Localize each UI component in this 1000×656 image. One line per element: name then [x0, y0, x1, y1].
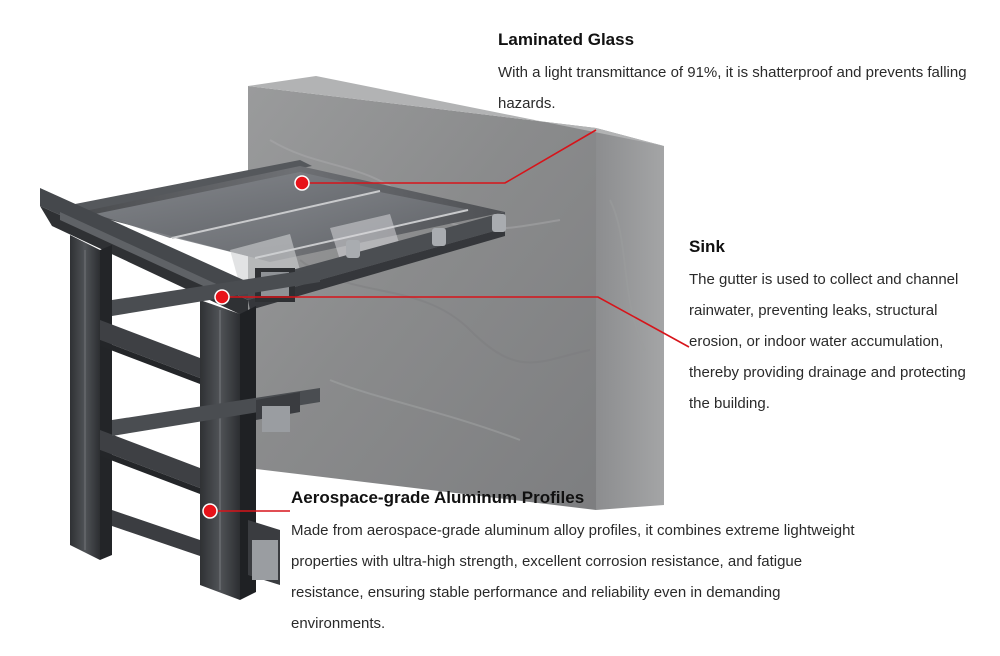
glass-marker-dot	[294, 175, 310, 191]
sink-callout-body: The gutter is used to collect and channe…	[689, 271, 966, 412]
sink-callout: Sink The gutter is used to collect and c…	[689, 236, 989, 419]
aluminum-callout-title: Aerospace-grade Aluminum Profiles	[291, 488, 585, 507]
glass-callout: Laminated Glass With a light transmittan…	[498, 29, 988, 119]
leader-lines	[210, 129, 690, 512]
aluminum-callout-body: Made from aerospace-grade aluminum alloy…	[291, 522, 855, 632]
aluminum-marker-dot	[202, 503, 218, 519]
sink-marker-dot	[214, 289, 230, 305]
concrete-wall	[248, 76, 664, 510]
glass-leader-line	[302, 129, 597, 184]
marker-dots	[202, 175, 310, 519]
pergola-frame	[40, 160, 506, 600]
sink-leader-line	[222, 296, 690, 348]
glass-callout-title: Laminated Glass	[498, 30, 635, 49]
glass-callout-body: With a light transmittance of 91%, it is…	[498, 64, 967, 112]
sink-callout-title: Sink	[689, 237, 725, 256]
aluminum-callout: Aerospace-grade Aluminum Profiles Made f…	[291, 487, 871, 639]
